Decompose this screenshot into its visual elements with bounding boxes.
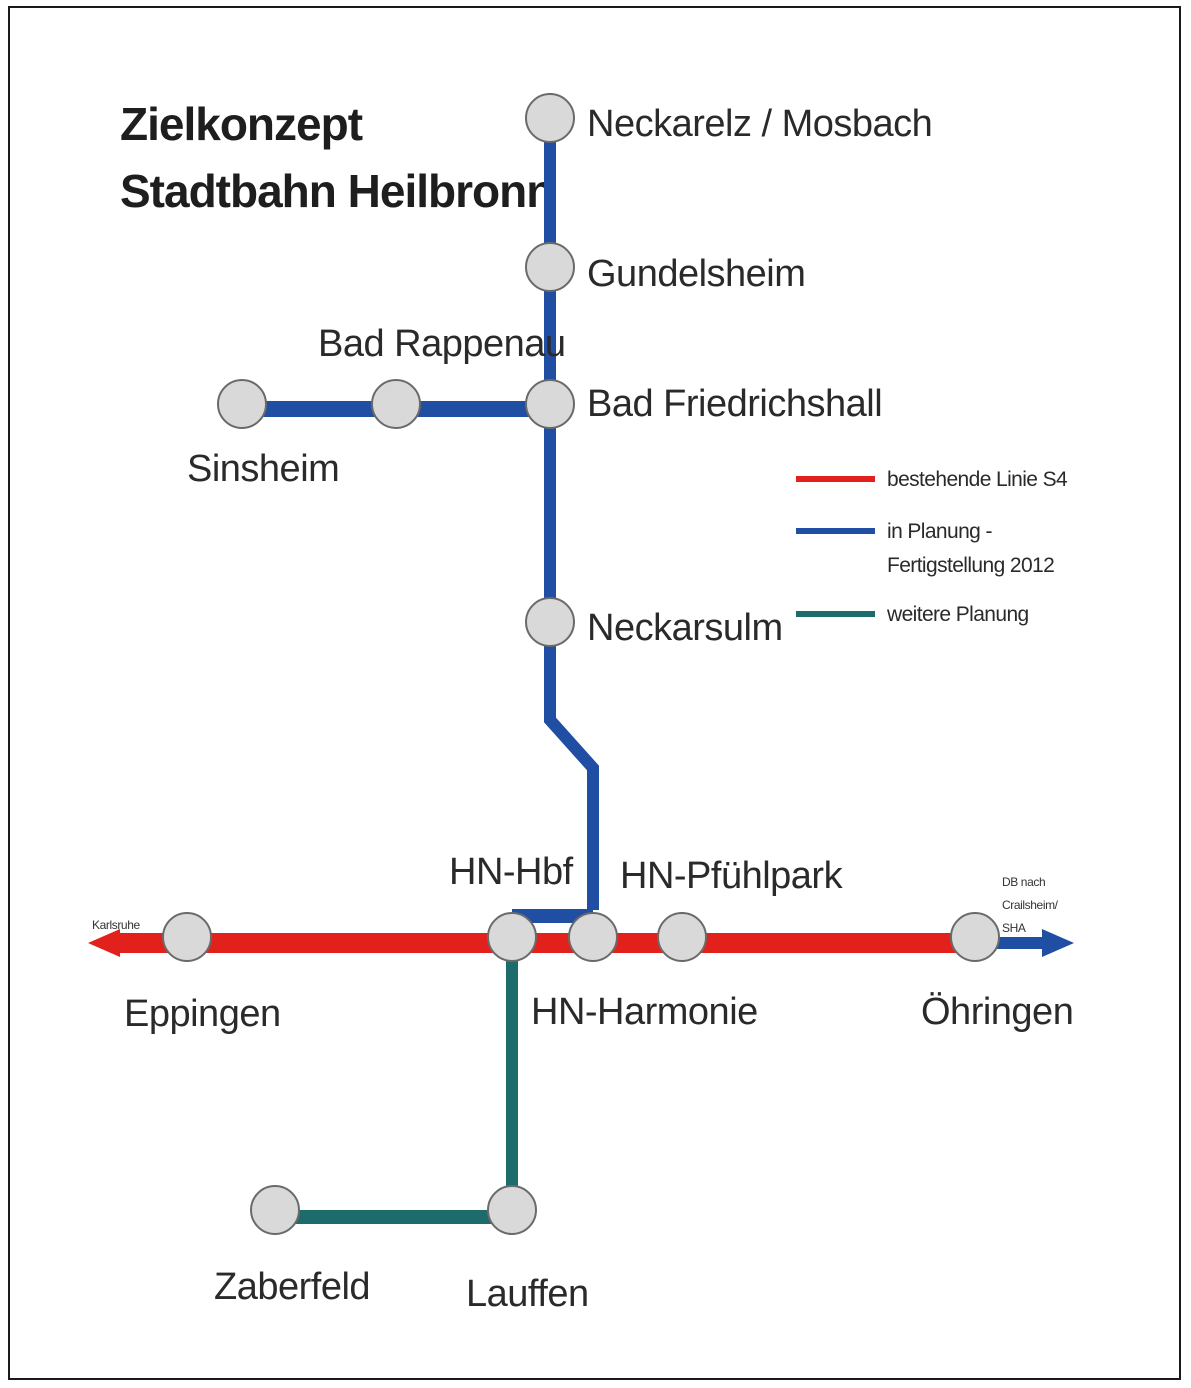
legend-label-planned-2: Fertigstellung 2012	[887, 554, 1054, 577]
legend: bestehende Linie S4 in Planung - Fertigs…	[796, 468, 1069, 626]
label-db-line2: Crailsheim/	[1002, 898, 1059, 912]
direction-labels: Karlsruhe DB nach Crailsheim/ SHA	[92, 875, 1059, 935]
label-karlsruhe: Karlsruhe	[92, 918, 140, 932]
label-bad-friedrichshall: Bad Friedrichshall	[587, 383, 882, 425]
label-bad-rappenau: Bad Rappenau	[318, 323, 566, 365]
label-neckarsulm: Neckarsulm	[587, 607, 783, 649]
label-zaberfeld: Zaberfeld	[214, 1266, 370, 1308]
label-gundelsheim: Gundelsheim	[587, 253, 805, 295]
label-lauffen: Lauffen	[466, 1273, 589, 1315]
label-oehringen: Öhringen	[921, 991, 1073, 1033]
label-sinsheim: Sinsheim	[187, 448, 339, 490]
station-hn-harmonie[interactable]	[568, 912, 618, 962]
arrow-crailsheim-icon	[1042, 929, 1074, 957]
stations	[162, 93, 1000, 1235]
station-oehringen[interactable]	[950, 912, 1000, 962]
station-lauffen[interactable]	[487, 1185, 537, 1235]
label-eppingen: Eppingen	[124, 993, 281, 1035]
label-db-line3: SHA	[1002, 921, 1026, 935]
planned-lines	[242, 118, 599, 923]
station-neckarsulm[interactable]	[525, 597, 575, 647]
map-title-line1: Zielkonzept	[120, 98, 363, 150]
map-title-line2: Stadtbahn Heilbronn	[120, 165, 553, 217]
line-neckarelz-heilbronn	[544, 118, 599, 910]
label-db-line1: DB nach	[1002, 875, 1045, 889]
station-gundelsheim[interactable]	[525, 242, 575, 292]
existing-line-s4	[88, 929, 975, 957]
station-eppingen[interactable]	[162, 912, 212, 962]
legend-label-existing: bestehende Linie S4	[887, 468, 1068, 491]
station-bad-friedrichshall[interactable]	[525, 379, 575, 429]
legend-label-planned-1: in Planung -	[887, 520, 992, 543]
label-hn-harmonie: HN-Harmonie	[531, 991, 758, 1033]
station-bad-rappenau[interactable]	[371, 379, 421, 429]
station-hn-hbf[interactable]	[487, 912, 537, 962]
station-zaberfeld[interactable]	[250, 1185, 300, 1235]
station-sinsheim[interactable]	[217, 379, 267, 429]
arrow-karlsruhe-icon	[88, 929, 120, 957]
further-lines	[275, 940, 518, 1224]
label-hn-pfuehlpark: HN-Pfühlpark	[620, 855, 844, 897]
station-labels: Neckarelz / Mosbach Gundelsheim Bad Frie…	[124, 103, 1074, 1315]
label-hn-hbf: HN-Hbf	[449, 851, 574, 893]
station-neckarelz[interactable]	[525, 93, 575, 143]
legend-label-further: weitere Planung	[886, 603, 1029, 626]
station-hn-pfuehlpark[interactable]	[657, 912, 707, 962]
map-frame	[8, 6, 1181, 1380]
label-neckarelz: Neckarelz / Mosbach	[587, 103, 932, 145]
